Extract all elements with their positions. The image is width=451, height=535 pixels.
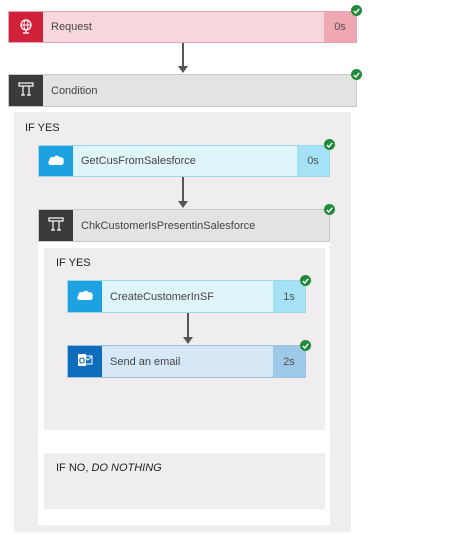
salesforce-icon-box — [68, 281, 102, 312]
inner-no-panel — [44, 453, 325, 509]
salesforce-icon — [76, 289, 94, 304]
flow-arrow — [178, 177, 188, 208]
condition-icon — [18, 82, 34, 99]
svg-text:O: O — [79, 357, 85, 366]
request-icon-box — [9, 12, 43, 42]
check-circle-icon — [324, 139, 335, 150]
get-customer-step-duration: 0s — [297, 146, 329, 176]
request-step-card[interactable]: Request 0s — [8, 11, 357, 43]
condition-step-label: Condition — [43, 75, 356, 106]
request-step-label: Request — [43, 12, 324, 42]
create-customer-step-duration: 1s — [273, 281, 305, 312]
inner-no-label: IF NO, DO NOTHING — [56, 462, 162, 474]
inner-no-prefix: IF NO, — [56, 462, 92, 474]
send-email-step-card[interactable]: O Send an email 2s — [67, 345, 306, 378]
condition-icon — [48, 217, 64, 234]
condition-icon-box — [9, 75, 43, 106]
check-circle-icon — [351, 69, 362, 80]
inner-yes-label: IF YES — [56, 257, 91, 269]
get-customer-step-card[interactable]: GetCusFromSalesforce 0s — [38, 145, 330, 177]
send-email-step-label: Send an email — [102, 346, 273, 377]
chk-customer-condition-card[interactable]: ChkCustomerIsPresentinSalesforce — [38, 209, 330, 242]
condition-icon-box — [39, 210, 73, 241]
chk-customer-condition-label: ChkCustomerIsPresentinSalesforce — [73, 210, 329, 241]
send-email-step-duration: 2s — [273, 346, 305, 377]
salesforce-icon-box — [39, 146, 73, 176]
salesforce-icon — [47, 154, 65, 169]
check-circle-icon — [300, 340, 311, 351]
create-customer-step-card[interactable]: CreateCustomerInSF 1s — [67, 280, 306, 313]
globe-icon — [18, 18, 34, 37]
check-circle-icon — [324, 204, 335, 215]
check-circle-icon — [351, 5, 362, 16]
condition-step-card[interactable]: Condition — [8, 74, 357, 107]
create-customer-step-label: CreateCustomerInSF — [102, 281, 273, 312]
inner-no-suffix: DO NOTHING — [91, 462, 162, 474]
outer-yes-label: IF YES — [25, 122, 60, 134]
outlook-icon-box: O — [68, 346, 102, 377]
check-circle-icon — [300, 275, 311, 286]
get-customer-step-label: GetCusFromSalesforce — [73, 146, 297, 176]
outlook-icon: O — [77, 353, 93, 370]
flow-arrow — [183, 313, 193, 344]
flow-arrow — [178, 43, 188, 73]
request-step-duration: 0s — [324, 12, 356, 42]
